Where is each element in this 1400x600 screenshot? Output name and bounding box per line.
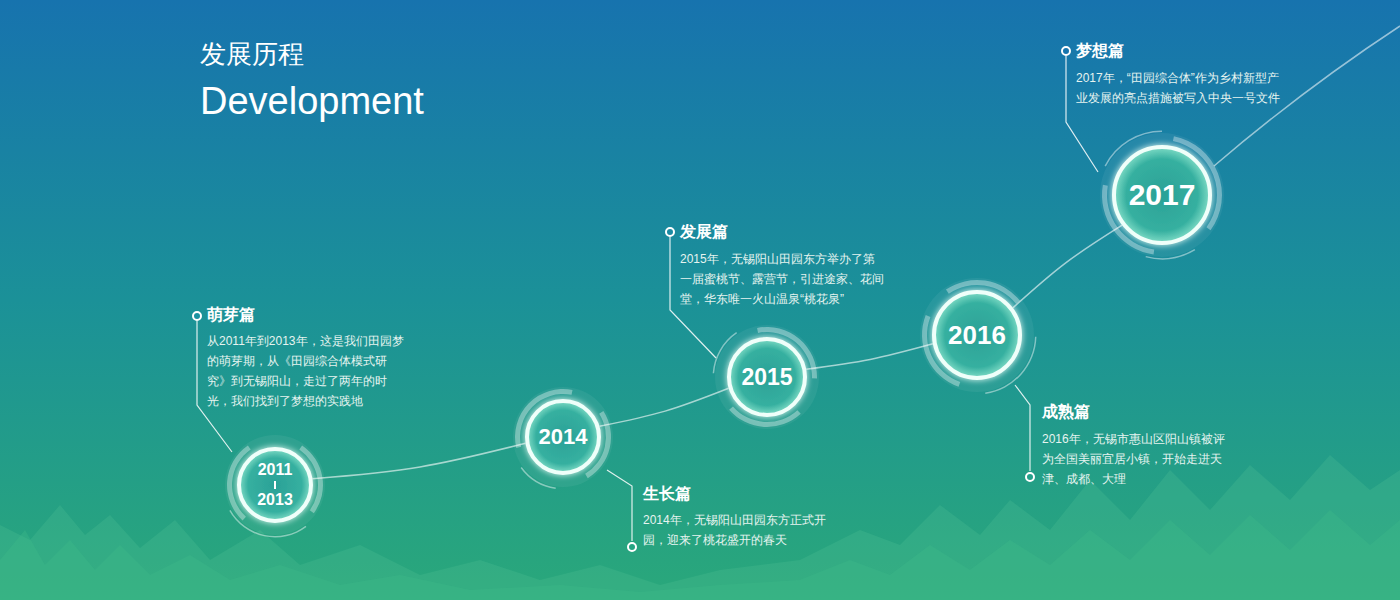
circle-disc	[934, 292, 1020, 378]
subtitle: Development	[200, 78, 424, 124]
halo	[1100, 133, 1224, 257]
year-text: 2017	[1129, 178, 1196, 212]
milestone-heading: 成熟篇	[1042, 402, 1090, 422]
milestone-heading: 生长篇	[643, 484, 691, 504]
range-tick	[274, 481, 276, 489]
mountain-silhouette	[0, 455, 1400, 600]
leader-dot	[1026, 473, 1034, 481]
circle-disc	[1114, 147, 1210, 243]
timeline-connector	[312, 443, 525, 479]
milestone-heading: 发展篇	[680, 222, 728, 242]
milestone-text: 2016年，无锡市惠山区阳山镇被评为全国美丽宜居小镇，开始走进天津、成都、大理	[1042, 429, 1232, 489]
milestone-text: 从2011年到2013年，这是我们田园梦的萌芽期，从《田园综合体模式研究》到无锡…	[207, 331, 407, 411]
halo	[715, 325, 819, 429]
leader-line	[607, 470, 632, 541]
mountain-silhouette	[0, 510, 1400, 600]
milestone-heading: 萌芽篇	[207, 305, 255, 325]
year-text: 2011 2013	[253, 455, 297, 515]
year-text: 2015	[741, 364, 792, 390]
circle-disc	[729, 339, 805, 415]
year-text: 2014	[539, 424, 588, 450]
leader-line	[1015, 385, 1030, 471]
halo	[225, 435, 325, 535]
year-circle: 2011 2013	[237, 447, 313, 523]
timeline-connector	[806, 344, 933, 369]
year-circle: 2017	[1112, 145, 1212, 245]
year-text: 2016	[948, 320, 1006, 350]
milestone-text: 2014年，无锡阳山田园东方正式开园，迎来了桃花盛开的春天	[643, 510, 843, 550]
milestone-heading: 梦想篇	[1076, 41, 1124, 61]
year-circle: 2014	[525, 399, 601, 475]
circle-disc	[527, 401, 599, 473]
circle-disc	[239, 449, 311, 521]
year-circle: 2016	[932, 290, 1022, 380]
leader-dot	[1062, 47, 1070, 55]
leader-dot	[628, 543, 636, 551]
ring-arc	[1146, 249, 1196, 260]
page-title: 发展历程	[200, 38, 304, 70]
circle-graphic	[237, 447, 313, 523]
year-circle: 2015	[727, 337, 807, 417]
milestone-text: 2015年，无锡阳山田园东方举办了第一届蜜桃节、露营节，引进途家、花间堂，华东唯…	[680, 249, 886, 309]
halo	[920, 278, 1034, 392]
leader-dot	[666, 228, 674, 236]
halo	[513, 387, 613, 487]
timeline-connector	[1013, 225, 1122, 308]
timeline-connector	[599, 388, 728, 426]
milestone-text: 2017年，“田园综合体”作为乡村新型产业发展的亮点措施被写入中央一号文件	[1076, 68, 1288, 108]
leader-dot	[193, 312, 201, 320]
